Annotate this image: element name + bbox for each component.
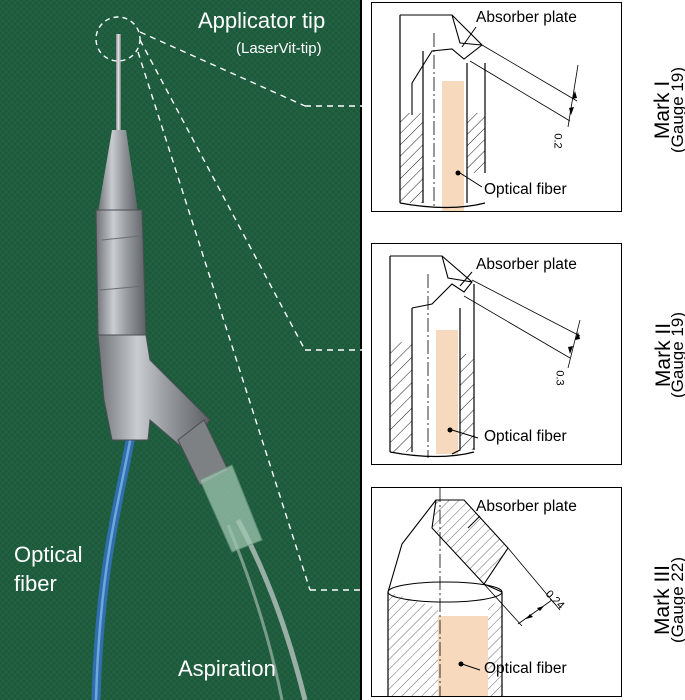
handpiece-grip <box>95 209 147 336</box>
optical-fiber-label-line2: fiber <box>14 571 57 596</box>
aspiration-label: Aspiration <box>178 656 276 681</box>
mark-2-gauge: (Gauge 19) <box>647 310 685 400</box>
mark-2-gauge-text: (Gauge 19) <box>668 312 685 398</box>
mark-1-gauge-text: (Gauge 19) <box>668 67 685 153</box>
laservit-tip-label: (LaserVit-tip) <box>236 40 322 57</box>
callout-dashed-lines <box>137 31 362 591</box>
optical-fiber-label-line1: Optical <box>14 542 83 567</box>
applicator-tip-label: Applicator tip <box>198 8 326 33</box>
fiber-core <box>438 616 488 696</box>
mark-1-panel: Absorber plate Optical fiber 0.2 <box>371 2 622 212</box>
mark-1-gauge: (Gauge 19) <box>647 65 685 155</box>
mark-3-gauge: (Gauge 22) <box>647 555 685 645</box>
mark-2-panel: Absorber plate Optical fiber 0.3 <box>371 243 622 465</box>
fiber-core <box>436 330 458 454</box>
dimension-label: 0.3 <box>553 370 566 386</box>
tip-callout-circle <box>95 16 141 62</box>
optical-fiber-label: Optical fiber <box>484 660 567 677</box>
absorber-plate-label: Absorber plate <box>476 498 577 515</box>
optical-fiber-label: Optical fiber <box>484 181 567 198</box>
mark-3-gauge-text: (Gauge 22) <box>668 557 685 643</box>
optical-fiber-label: Optical fiber <box>14 540 82 598</box>
absorber-plate-label: Absorber plate <box>476 9 577 26</box>
mark-3-panel: Absorber plate Optical fiber 0.24 <box>371 487 622 697</box>
dimension-label: 0.2 <box>551 133 564 149</box>
absorber-plate-label: Absorber plate <box>476 256 577 273</box>
optical-fiber-label: Optical fiber <box>484 428 567 445</box>
luer-connector <box>199 464 263 553</box>
fiber-core <box>442 81 464 211</box>
applicator-photo <box>0 0 362 700</box>
